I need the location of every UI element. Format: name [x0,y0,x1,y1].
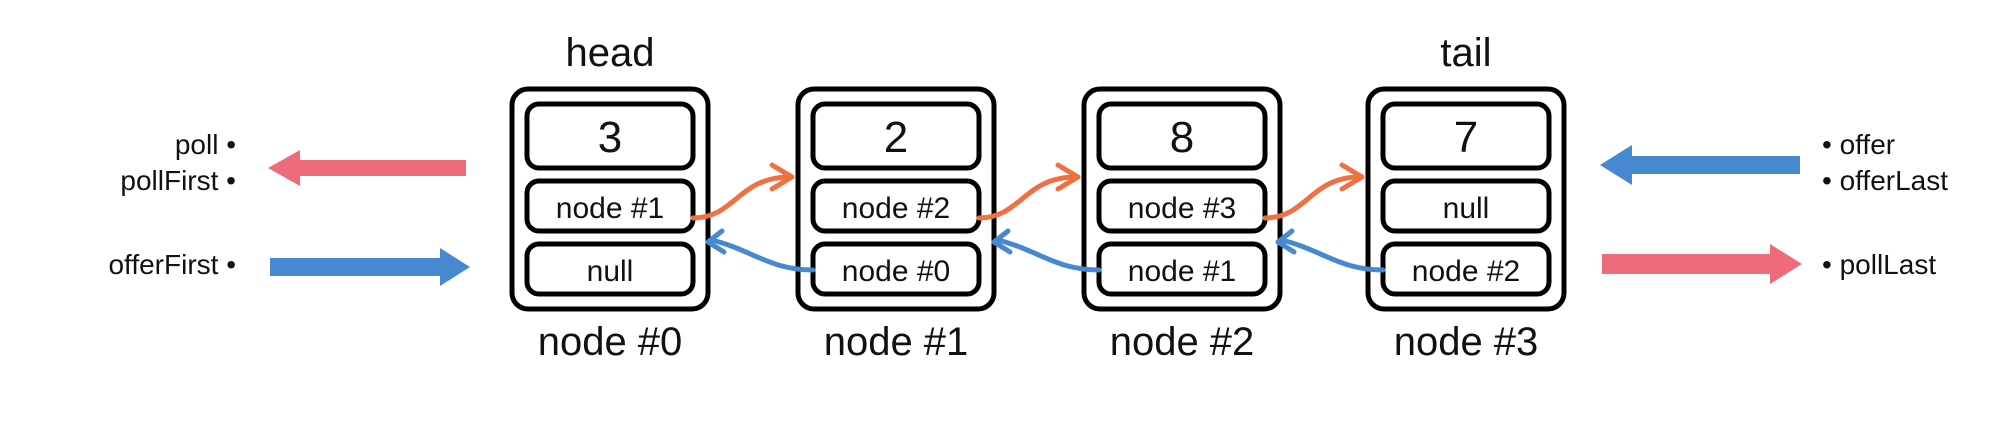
next-link-0-1-head [769,162,795,192]
node-2-value: 8 [1170,113,1194,162]
node-2: 8 node #3 node #1 node #2 [1081,86,1283,364]
op-offerfirst-label: offerFirst • [108,249,236,280]
node-3: 7 null node #2 node #3 [1365,86,1567,364]
next-link-2-3 [1262,174,1363,221]
node-1-name: node #1 [824,320,969,364]
prev-link-2-1-head [991,228,1013,255]
head-label: head [566,31,655,75]
node-3-value-cell [1380,101,1552,171]
node-0-value-cell [524,101,696,171]
node-2-prev: node #1 [1128,255,1236,288]
node-0-next-cell [524,178,696,234]
right-offer-arrow [1600,145,1800,185]
node-2-name: node #2 [1110,320,1255,364]
node-0-name: node #0 [538,320,683,364]
next-link-2-3-head [1339,162,1365,192]
prev-link-2-1 [995,237,1102,273]
prev-link-3-2-head [1275,228,1297,255]
right-polllast-arrow [1602,244,1802,284]
next-link-1-2-head [1055,162,1081,192]
node-1-value-cell [810,101,982,171]
node-0-value: 3 [598,113,622,162]
tail-label: tail [1440,31,1491,75]
node-1-next: node #2 [842,192,950,225]
op-pollfirst-label: pollFirst • [120,165,236,196]
left-poll-arrow [268,150,466,186]
next-link-1-2 [976,174,1079,221]
node-2-next: node #3 [1128,192,1236,225]
node-2-next-cell [1096,178,1268,234]
node-1-next-cell [810,178,982,234]
node-1-value: 2 [884,113,908,162]
next-link-0-1 [690,174,793,221]
node-1-prev: node #0 [842,255,950,288]
prev-link-1-0 [709,237,816,273]
prev-link-1-0-head [705,228,727,255]
node-0: 3 node #1 null node #0 [509,86,711,364]
node-2-value-cell [1096,101,1268,171]
node-3-next: null [1443,192,1490,225]
node-0-prev-cell [524,241,696,297]
prev-link-3-2 [1279,237,1386,273]
op-offer-label: • offer [1822,129,1895,160]
node-3-next-cell [1380,178,1552,234]
op-offerlast-label: • offerLast [1822,165,1948,196]
op-poll-label: poll • [175,129,236,160]
left-offerfirst-arrow [270,248,470,286]
node-1: 2 node #2 node #0 node #1 [795,86,997,364]
node-3-prev: node #2 [1412,255,1520,288]
node-0-prev: null [587,255,634,288]
node-3-name: node #3 [1394,320,1539,364]
op-polllast-label: • pollLast [1822,249,1936,280]
node-0-next: node #1 [556,192,664,225]
node-3-value: 7 [1454,113,1478,162]
